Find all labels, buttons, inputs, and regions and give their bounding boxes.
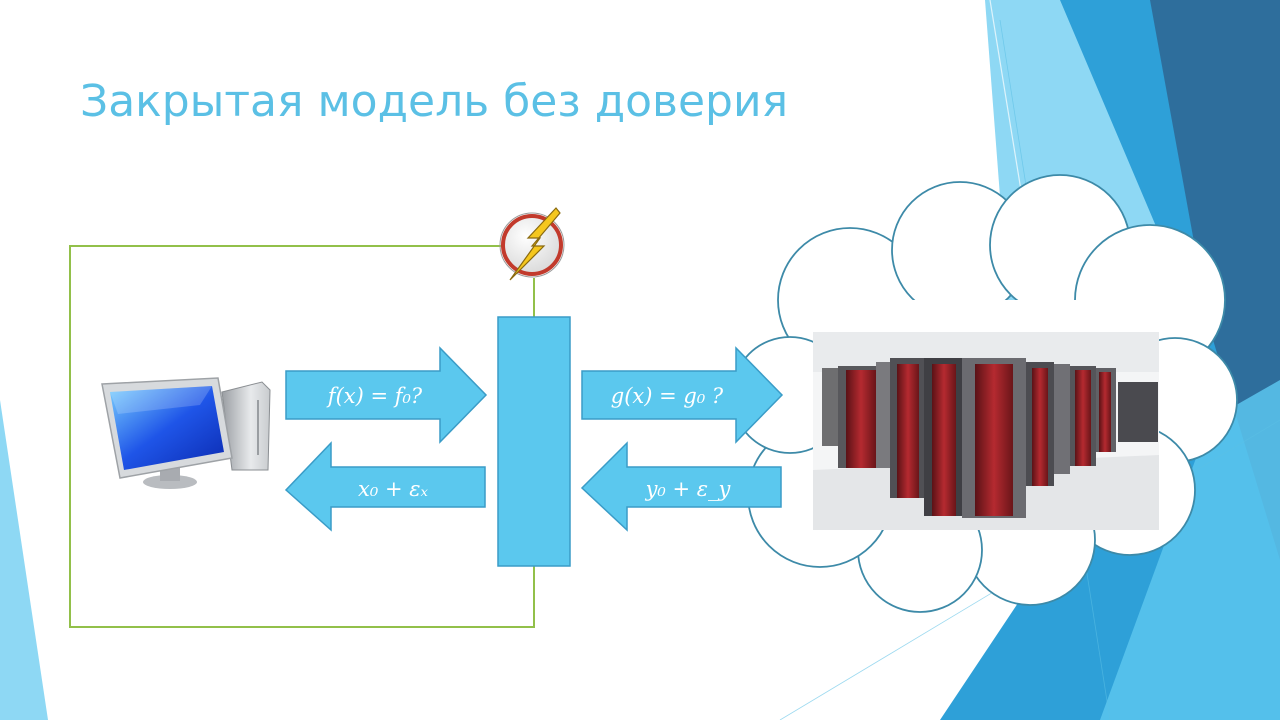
arrow-label-request-client: f(x) = f₀? <box>326 384 423 408</box>
slide-title: Закрытая модель без доверия <box>80 76 788 127</box>
arrow-label-response-client: x₀ + εₓ <box>358 477 428 501</box>
arrow-label-request-server: g(x) = g₀ ? <box>611 384 724 408</box>
deco-lower-light <box>1100 380 1280 720</box>
arrow-request-server: g(x) = g₀ ? <box>581 346 784 444</box>
supercomputer-photo <box>813 332 1159 530</box>
arrow-label-response-server: y₀ + ε_y <box>645 477 732 501</box>
computer-monitor-icon <box>101 377 271 489</box>
intermediary-block <box>497 316 571 567</box>
arrow-response-server: y₀ + ε_y <box>580 441 782 532</box>
deco-left-sliver <box>0 400 48 720</box>
arrow-response-client: x₀ + εₓ <box>284 441 486 532</box>
arrow-request-client: f(x) = f₀? <box>285 346 488 444</box>
lightning-bolt-icon <box>499 207 565 281</box>
